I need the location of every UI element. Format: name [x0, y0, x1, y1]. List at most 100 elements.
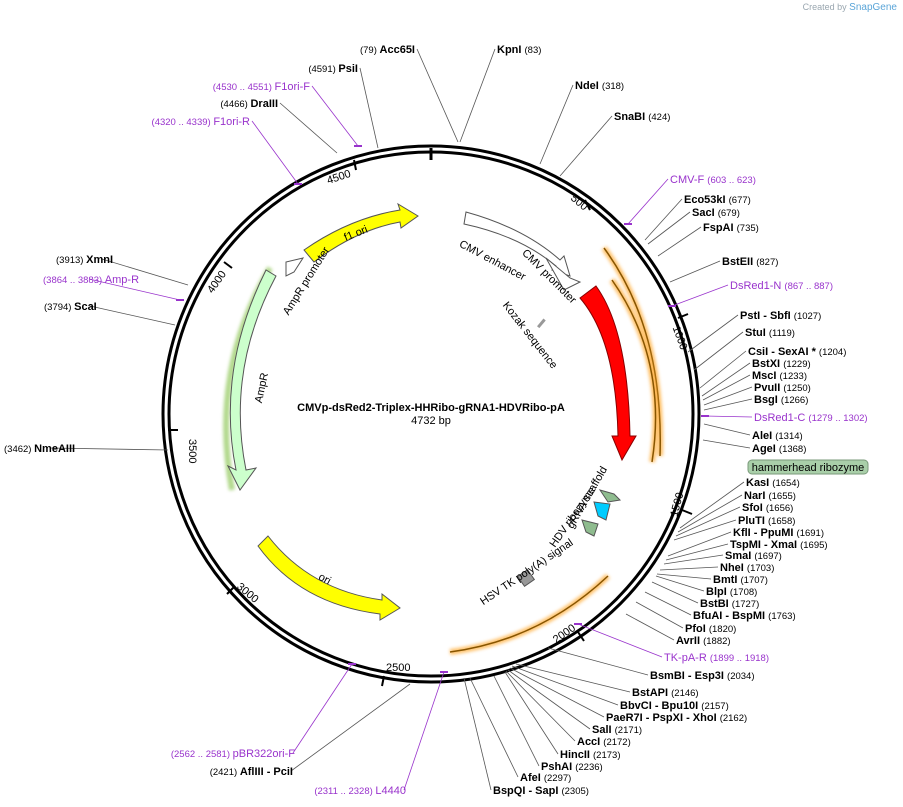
site-name: BsgI [754, 394, 781, 406]
site-position: (83) [525, 45, 542, 56]
features: f1 ori AmpR promoter AmpR ori CMV enhanc… [223, 202, 664, 655]
enzyme-label[interactable]: (4466) DraIII [220, 98, 278, 110]
enzyme-label[interactable]: BstAPI (2146) [632, 687, 699, 699]
leader-line [290, 683, 411, 772]
site-name: PshAI [541, 761, 575, 773]
site-position: (1314) [775, 431, 802, 442]
site-name: BsmBI - Esp3I [650, 670, 727, 682]
feature-cyan-arrow [593, 501, 611, 521]
site-name: KpnI [497, 44, 525, 56]
leader-line [359, 67, 379, 149]
primer-label[interactable]: TK-pA-R (1899 .. 1918) [664, 652, 769, 664]
site-position: (735) [737, 223, 759, 234]
enzyme-label[interactable]: NarI (1655) [744, 490, 796, 502]
site-position: (1658) [768, 516, 795, 527]
enzyme-label[interactable]: SmaI (1697) [725, 550, 782, 562]
enzyme-label[interactable]: (4591) PsiI [308, 63, 358, 75]
leader-line [655, 575, 705, 592]
enzyme-label[interactable]: KflI - PpuMI (1691) [733, 527, 824, 539]
enzyme-label[interactable]: BlpI (1708) [706, 586, 757, 598]
enzyme-label[interactable]: CsiI - SexAI * (1204) [748, 346, 846, 358]
site-position: (2034) [727, 671, 754, 682]
site-position: (1233) [780, 371, 807, 382]
credit: Created by SnapGene [803, 2, 897, 13]
enzyme-label[interactable]: FspAI (735) [703, 222, 759, 234]
site-position: (1820) [709, 624, 736, 635]
enzyme-label[interactable]: HincII (2173) [560, 749, 620, 761]
site-name: AflIII - PciI [240, 766, 293, 778]
enzyme-label[interactable]: BsgI (1266) [754, 394, 808, 406]
leader-line [311, 85, 359, 147]
enzyme-label[interactable]: PfoI (1820) [685, 623, 736, 635]
enzyme-label[interactable]: BfuAI - BspMI (1763) [693, 610, 796, 622]
enzyme-label[interactable]: BstXI (1229) [752, 358, 811, 370]
feature-kozak [537, 318, 546, 329]
enzyme-label[interactable]: KasI (1654) [746, 477, 800, 489]
enzyme-label[interactable]: SacI (679) [692, 207, 740, 219]
primer-label[interactable]: DsRed1-C (1279 .. 1302) [754, 412, 868, 424]
enzyme-label[interactable]: StuI (1119) [745, 327, 795, 339]
site-name: CMV-F [670, 174, 707, 186]
enzyme-label[interactable]: MscI (1233) [752, 370, 807, 382]
enzyme-label[interactable]: AccI (2172) [577, 736, 631, 748]
enzyme-label[interactable]: NdeI (318) [575, 80, 624, 92]
site-name: NmeAIII [34, 443, 75, 455]
site-position: (1691) [797, 528, 824, 539]
enzyme-label[interactable]: Eco53kI (677) [684, 194, 751, 206]
enzyme-label[interactable]: (3913) XmnI [56, 254, 113, 266]
enzyme-label[interactable]: BbvCI - Bpu10I (2157) [620, 700, 729, 712]
enzyme-label[interactable]: NheI (1703) [720, 562, 774, 574]
site-name: Acc65I [380, 44, 415, 56]
enzyme-label[interactable]: PluTI (1658) [738, 515, 795, 527]
primer-label[interactable]: (4320 .. 4339) F1ori-R [152, 116, 251, 128]
site-position: (1229) [783, 359, 810, 370]
site-position: (1250) [783, 383, 810, 394]
tick-4000 [223, 261, 233, 269]
enzyme-label[interactable]: (2421) AflIII - PciI [210, 766, 293, 778]
enzyme-label[interactable]: AfeI (2297) [520, 772, 571, 784]
site-position: (3864 .. 3883) [43, 275, 105, 286]
site-name: TspMI - XmaI [730, 539, 800, 551]
enzyme-label[interactable]: PaeR7I - PspXI - XhoI (2162) [606, 712, 747, 724]
enzyme-label[interactable]: PvuII (1250) [754, 382, 811, 394]
enzyme-label[interactable]: TspMI - XmaI (1695) [730, 539, 828, 551]
backbone-outer [161, 144, 701, 684]
enzyme-label[interactable]: SnaBI (424) [614, 111, 670, 123]
enzyme-label[interactable]: AleI (1314) [752, 430, 803, 442]
enzyme-label[interactable]: AgeI (1368) [752, 443, 806, 455]
site-name: AleI [752, 430, 775, 442]
site-position: (2157) [701, 701, 728, 712]
site-name: NdeI [575, 80, 602, 92]
enzyme-label[interactable]: SfoI (1656) [742, 502, 793, 514]
primer-label[interactable]: CMV-F (603 .. 623) [670, 174, 756, 186]
map-title: CMVp-dsRed2-Triplex-HHRibo-gRNA1-HDVRibo… [297, 402, 565, 414]
feature-label-hdv-ribozyme: HDV ribozyme [548, 485, 599, 550]
enzyme-label[interactable]: (3794) ScaI [44, 301, 97, 313]
site-position: (1654) [772, 478, 799, 489]
site-name: BfuAI - BspMI [693, 610, 768, 622]
enzyme-label[interactable]: KpnI (83) [497, 44, 541, 56]
enzyme-label[interactable]: BsmBI - Esp3I (2034) [650, 670, 755, 682]
site-position: (2311 .. 2328) [314, 786, 375, 797]
primer-label[interactable]: (2311 .. 2328) L4440 [314, 785, 406, 797]
site-name: ScaI [74, 301, 97, 313]
enzyme-label[interactable]: BmtI (1707) [713, 574, 768, 586]
enzyme-label[interactable]: SalI (2171) [592, 724, 642, 736]
primer-label[interactable]: (2562 .. 2581) pBR322ori-F [171, 748, 295, 760]
enzyme-label[interactable]: BstEII (827) [722, 256, 778, 268]
leader-line [651, 581, 699, 604]
leader-line [509, 667, 605, 718]
primer-label[interactable]: DsRed1-N (867 .. 887) [730, 280, 833, 292]
enzyme-label[interactable]: PstI - SbfI (1027) [740, 310, 821, 322]
primer-label[interactable]: (4530 .. 4551) F1ori-F [213, 81, 311, 93]
site-name: PaeR7I - PspXI - XhoI [606, 712, 720, 724]
enzyme-label[interactable]: BstBI (1727) [700, 598, 759, 610]
enzyme-label[interactable]: (3462) NmeAIII [4, 443, 75, 455]
enzyme-label[interactable]: PshAI (2236) [541, 761, 603, 773]
enzyme-label[interactable]: BspQI - SapI (2305) [493, 785, 589, 797]
enzyme-label[interactable]: (79) Acc65I [360, 44, 415, 56]
site-position: (1279 .. 1302) [808, 413, 867, 424]
enzyme-label[interactable]: AvrII (1882) [676, 635, 731, 647]
primer-label[interactable]: (3864 .. 3883) Amp-R [43, 274, 139, 286]
site-position: (2173) [593, 750, 620, 761]
